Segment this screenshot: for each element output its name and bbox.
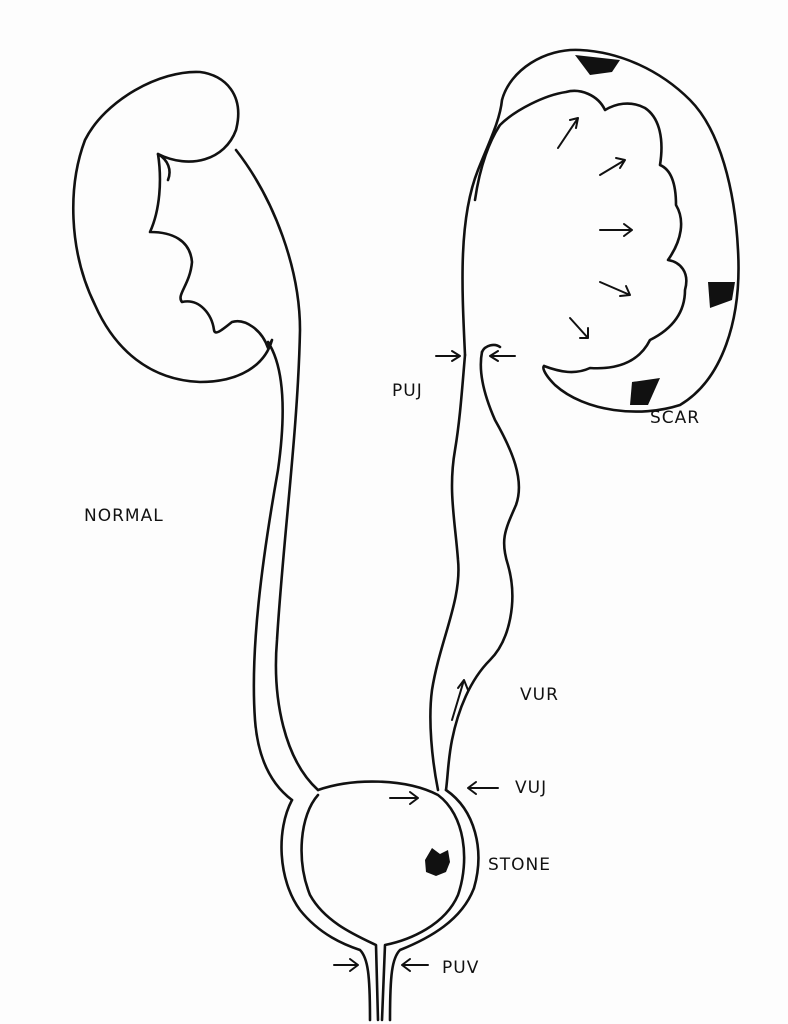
bladder-inner-wall	[316, 780, 466, 1022]
refluxing-ureter-right-wall	[444, 350, 521, 792]
normal-ureter-outer	[234, 148, 320, 792]
scar-mark-bottom	[630, 378, 660, 405]
normal-kidney	[71, 70, 274, 384]
refluxing-ureter-left-wall	[429, 353, 467, 792]
dilated-pelvis	[473, 89, 688, 374]
normal-calyces	[156, 152, 171, 182]
bladder-outer-wall	[280, 798, 372, 1022]
label-normal: NORMAL	[84, 506, 164, 526]
label-puv: PUV	[442, 958, 479, 978]
reflux-arrows-kidney	[557, 117, 633, 339]
label-scar: SCAR	[650, 408, 700, 428]
scar-mark-side	[708, 282, 735, 308]
affected-kidney-outer	[461, 48, 740, 413]
vur-arrow	[451, 679, 469, 721]
normal-ureter-inner	[252, 340, 294, 802]
label-vuj: VUJ	[515, 778, 547, 798]
scar-mark-top	[575, 55, 620, 75]
bladder-inner-wall-left	[300, 793, 380, 1022]
label-vur: VUR	[520, 685, 559, 705]
vuj-arrows	[389, 781, 499, 805]
bladder-outer-wall-right	[388, 788, 480, 1022]
label-stone: STONE	[488, 855, 551, 875]
label-puj: PUJ	[392, 381, 423, 401]
puv-arrows	[333, 958, 429, 972]
stone-mark	[425, 848, 450, 876]
ureter-entry-curl	[480, 343, 502, 354]
puj-arrows	[435, 350, 516, 362]
